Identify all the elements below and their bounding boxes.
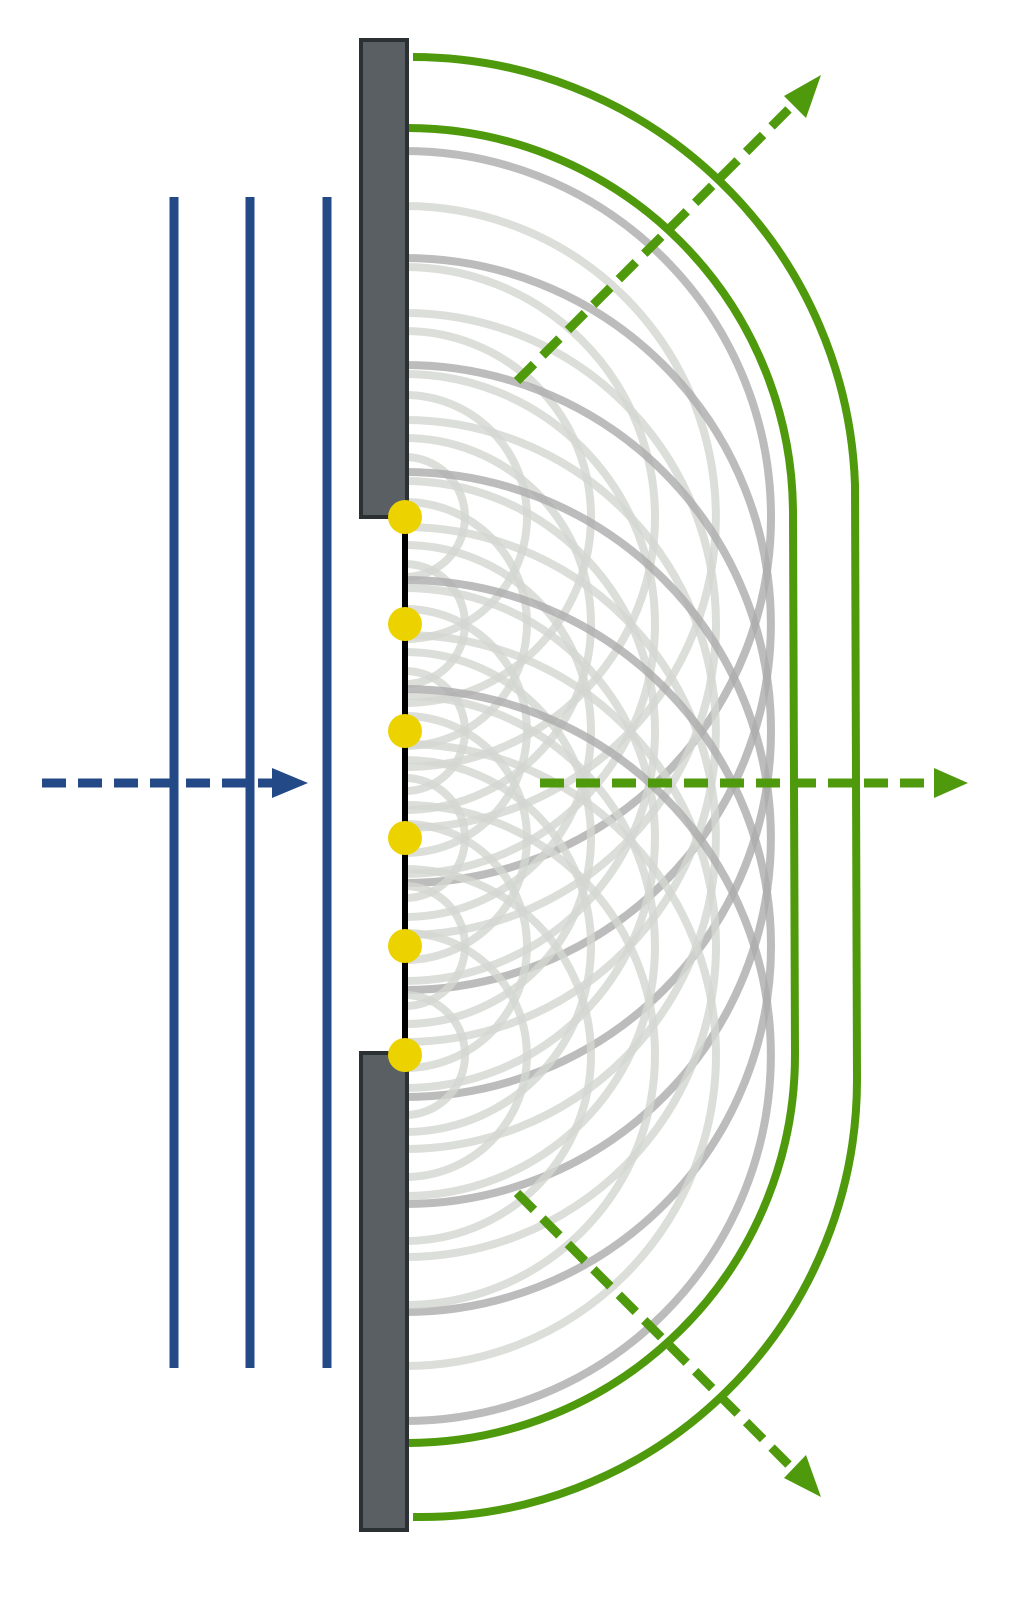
direction-arrows <box>42 75 968 1497</box>
wavelet-arc-light <box>404 202 720 832</box>
point-source-dot <box>388 929 422 963</box>
arrowhead-icon <box>272 768 308 798</box>
point-source-dot <box>388 500 422 534</box>
point-source-dot <box>388 714 422 748</box>
outgoing-arrow-up-right <box>513 97 801 385</box>
wavelet-arc-light <box>404 434 595 814</box>
barrier-bottom <box>359 1051 409 1532</box>
outer-envelope <box>412 53 862 1522</box>
wavelet-arc-dark <box>404 685 775 1425</box>
wavelet-arc-light <box>404 631 720 1261</box>
arrowhead-icon <box>784 1455 821 1497</box>
wavelet-arc-light <box>404 370 659 878</box>
wavelet-arc-light <box>404 991 469 1119</box>
wavelet-arc-dark <box>404 147 775 887</box>
barrier-top <box>359 38 409 519</box>
wavelet-arc-light <box>404 416 720 1046</box>
wavelet-arc-light <box>404 523 720 1153</box>
wavelet-arc-light <box>404 692 659 1200</box>
point-source-dot <box>388 1038 422 1072</box>
wavelet-arc-light <box>404 648 595 1028</box>
wavelet-arc-light <box>404 263 659 771</box>
arrowhead-icon <box>934 768 968 798</box>
wavelet-arc-light <box>404 327 595 707</box>
point-source-dot <box>388 607 422 641</box>
wavelet-arc-light <box>404 801 659 1309</box>
wavelet-arc-light <box>404 541 595 921</box>
wavelet-arc-light <box>404 865 595 1245</box>
wavelet-arc-light <box>404 929 531 1181</box>
wavelet-arc-light <box>404 584 659 1092</box>
wavelet-arc-dark <box>404 576 775 1316</box>
huygens-wavelets <box>404 147 775 1425</box>
point-sources <box>388 500 422 1072</box>
wavelet-arc-dark <box>404 468 775 1208</box>
outgoing-arrow-down-right <box>513 1189 801 1477</box>
wavelet-arc-light <box>404 820 531 1072</box>
wavelet-arc-dark <box>404 254 775 994</box>
point-source-dot <box>388 821 422 855</box>
wavelet-arc-dark <box>404 361 775 1101</box>
wavelet-arc-light <box>404 756 595 1136</box>
arrowhead-icon <box>784 75 821 118</box>
slit-barrier <box>359 38 409 1532</box>
wavelet-arc-light <box>404 477 659 985</box>
incident-wavefronts <box>169 197 332 1368</box>
